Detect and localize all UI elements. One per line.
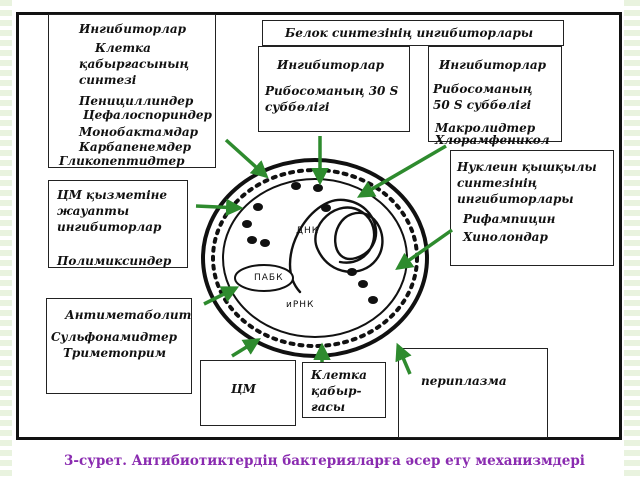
- drug-quinolones: Хинолондар: [463, 230, 548, 244]
- mrna-label: иРНК: [286, 300, 315, 310]
- nucleic-acid-line-2: синтезінің: [457, 176, 538, 190]
- cell-wall-inhibitors-box: Ингибиторлар Клетка қабырғасының синтезі…: [48, 14, 216, 168]
- nucleic-acid-line-1: Нуклеин қышқылы: [457, 160, 597, 174]
- periplasm-box: периплазма: [398, 348, 548, 438]
- figure-caption: 3-сурет. Антибиотиктердің бактерияларға …: [64, 453, 585, 469]
- ribosome-50s-title: Ингибиторлар: [439, 58, 546, 72]
- cytoplasmic-membrane-label: ЦМ: [231, 382, 256, 396]
- protein-synthesis-header-box: Белок синтезінің ингибиторлары: [262, 20, 564, 46]
- cell-wall-box: Клетка қабыр- ғасы: [302, 362, 386, 418]
- drug-polymyxins: Полимиксиндер: [57, 254, 172, 268]
- cell-wall-inhibitors-subtitle-3: синтезі: [79, 73, 137, 87]
- cell-wall-line-1: Клетка: [311, 368, 367, 382]
- drug-trimethoprim: Триметоприм: [63, 346, 167, 360]
- cell-wall-inhibitors-title: Ингибиторлар: [79, 22, 186, 36]
- drug-glycopeptides: Гликопептидтер: [59, 154, 185, 168]
- drug-monobactams: Монобактамдар: [79, 125, 198, 139]
- left-decorative-stripe: [0, 0, 12, 480]
- ribosome-50s-line-2: 50 S суббөлігі: [433, 98, 532, 112]
- antimetabolite-title: Антиметаболит: [65, 308, 192, 322]
- dna-label: ДНК: [296, 226, 320, 236]
- drug-chloramphenicol: Хлорамфеникол: [435, 133, 550, 147]
- ribosome-30s-line-1: Рибосоманың 30 S: [265, 84, 399, 98]
- drug-sulfonamides: Сульфонамидтер: [51, 330, 177, 344]
- cell-wall-inhibitors-subtitle-1: Клетка: [95, 41, 151, 55]
- protein-synthesis-title: Белок синтезінің ингибиторлары: [285, 26, 534, 40]
- membrane-inhibitors-box: ЦМ қызметіне жауапты ингибиторлар Полими…: [48, 180, 188, 268]
- nucleic-acid-inhibitors-box: Нуклеин қышқылы синтезінің ингибиторлары…: [450, 150, 614, 266]
- periplasm-label: периплазма: [421, 374, 507, 388]
- cell-wall-line-3: ғасы: [311, 400, 346, 414]
- ribosome-30s-title: Ингибиторлар: [277, 58, 384, 72]
- right-decorative-stripe: [624, 0, 640, 480]
- pabk-label: ПАБК: [254, 273, 284, 283]
- drug-carbapenems: Карбапенемдер: [79, 140, 192, 154]
- drug-cephalosporins: Цефалоспориндер: [83, 108, 212, 122]
- ribosome-30s-box: Ингибиторлар Рибосоманың 30 S суббөлігі: [258, 46, 410, 132]
- cell-wall-line-2: қабыр-: [311, 384, 362, 398]
- drug-rifampicin: Рифампицин: [463, 212, 556, 226]
- membrane-inhibitors-line-2: жауапты: [57, 204, 130, 218]
- ribosome-30s-line-2: суббөлігі: [265, 100, 330, 114]
- membrane-inhibitors-line-3: ингибиторлар: [57, 220, 162, 234]
- ribosome-50s-line-1: Рибосоманың: [433, 82, 533, 96]
- nucleic-acid-line-3: ингибиторлары: [457, 192, 574, 206]
- ribosome-50s-box: Ингибиторлар Рибосоманың 50 S суббөлігі …: [428, 46, 562, 146]
- drug-penicillins: Пенициллиндер: [79, 94, 194, 108]
- membrane-inhibitors-line-1: ЦМ қызметіне: [57, 188, 168, 202]
- antimetabolite-box: Антиметаболит Сульфонамидтер Триметоприм: [46, 298, 192, 394]
- cytoplasmic-membrane-box: ЦМ: [200, 360, 296, 426]
- drug-macrolides: Макролидтер: [435, 121, 536, 135]
- cell-wall-inhibitors-subtitle-2: қабырғасының: [79, 57, 190, 71]
